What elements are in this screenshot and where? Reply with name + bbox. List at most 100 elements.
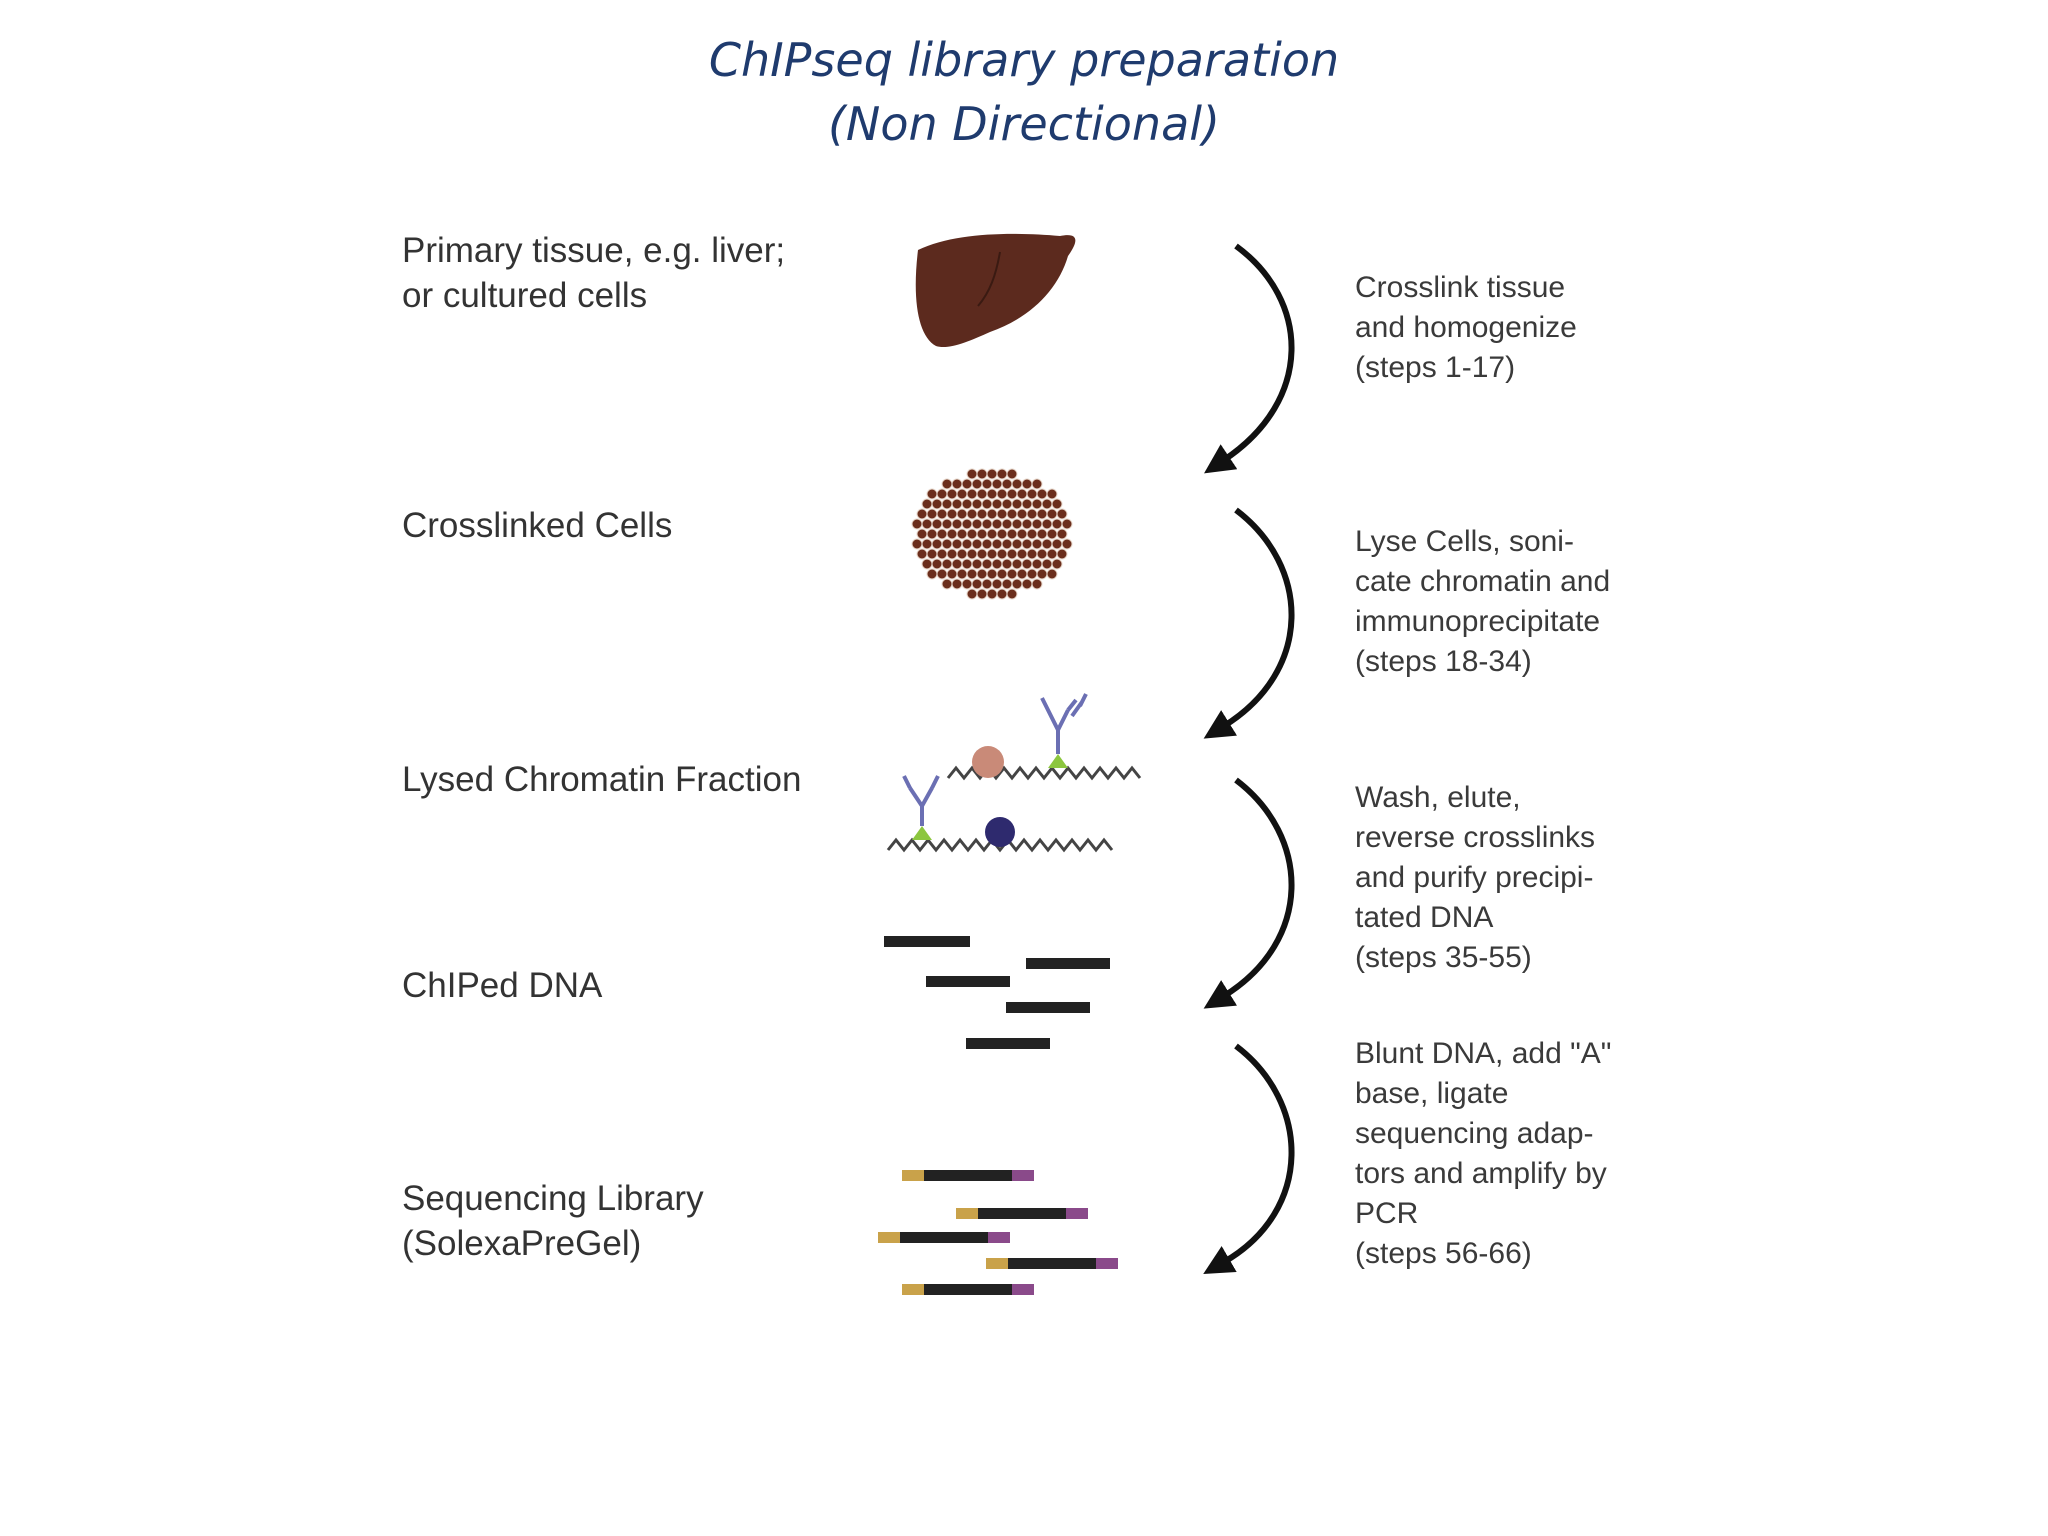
cell-dot (1056, 548, 1068, 560)
cell-dot (1046, 548, 1058, 560)
cell-dot (941, 538, 953, 550)
chromatin-antibody-icon (886, 693, 1142, 853)
cell-dot (926, 508, 938, 520)
cell-dot (961, 478, 973, 490)
cell-dot (1041, 538, 1053, 550)
cell-dot (1011, 518, 1023, 530)
step-desc-line: tors and amplify by (1355, 1157, 1607, 1190)
cell-dot (991, 518, 1003, 530)
cell-dot (926, 568, 938, 580)
cell-dot (1061, 538, 1073, 550)
step-desc-line: tated DNA (1355, 901, 1494, 934)
cell-dot (996, 548, 1008, 560)
cell-dot (946, 508, 958, 520)
cell-dot (1031, 518, 1043, 530)
cell-dot (1051, 518, 1063, 530)
cell-dot (976, 488, 988, 500)
step-desc-line: and homogenize (1355, 311, 1577, 344)
cell-dot (1051, 498, 1063, 510)
cell-dot (996, 468, 1008, 480)
title-line-1: ChIPseq library preparation (708, 33, 1340, 87)
cell-dot (966, 548, 978, 560)
cell-dot (1051, 558, 1063, 570)
cell-dot (921, 518, 933, 530)
cell-dot (986, 528, 998, 540)
cell-dot (986, 568, 998, 580)
cell-dot (1016, 508, 1028, 520)
cell-dot (1001, 498, 1013, 510)
library-fragment-segment (1066, 1208, 1088, 1219)
cell-dot (1056, 508, 1068, 520)
cell-dot (1051, 538, 1063, 550)
cell-dot (956, 488, 968, 500)
cell-dot (911, 518, 923, 530)
cell-dot (971, 578, 983, 590)
library-fragment-segment (900, 1232, 988, 1243)
cell-dot (1011, 478, 1023, 490)
cell-dot (946, 548, 958, 560)
cell-dot (961, 558, 973, 570)
library-fragment-segment (902, 1284, 924, 1295)
cell-dot (1011, 498, 1023, 510)
cell-dot (991, 478, 1003, 490)
cell-dot (921, 538, 933, 550)
cell-dot (956, 508, 968, 520)
cell-dot (1031, 578, 1043, 590)
cell-dot (1021, 478, 1033, 490)
cell-dot (966, 468, 978, 480)
step-desc-line: base, ligate (1355, 1077, 1509, 1110)
cell-dot (991, 558, 1003, 570)
cell-dot (1061, 518, 1073, 530)
stage-label-line: (SolexaPreGel) (402, 1224, 642, 1263)
cell-dot (936, 488, 948, 500)
dna-fragments-icon (884, 936, 1110, 1049)
cell-dot (926, 488, 938, 500)
library-fragment-segment (1012, 1284, 1034, 1295)
cell-dot (1006, 528, 1018, 540)
cell-dot (996, 508, 1008, 520)
cell-dot (961, 498, 973, 510)
cell-dot (981, 558, 993, 570)
cell-dot (1011, 558, 1023, 570)
cell-dot (1021, 518, 1033, 530)
cell-dot (1031, 498, 1043, 510)
cell-dot (976, 468, 988, 480)
step-desc-line: PCR (1355, 1197, 1419, 1230)
cell-dot (951, 578, 963, 590)
step-desc-line: Crosslink tissue (1355, 271, 1566, 304)
cell-dot (951, 478, 963, 490)
cell-dot (986, 488, 998, 500)
library-fragment-segment (988, 1232, 1010, 1243)
cell-dot (1021, 558, 1033, 570)
cell-dot (1036, 528, 1048, 540)
curved-arrow (1204, 243, 1295, 474)
cell-dot (1026, 528, 1038, 540)
cell-dot (936, 548, 948, 560)
cell-dot (1001, 558, 1013, 570)
cell-dot (1031, 558, 1043, 570)
cell-dot (1046, 508, 1058, 520)
crosslinked-cells-icon (911, 468, 1073, 600)
cell-dot (1021, 498, 1033, 510)
stage-label-line: Lysed Chromatin Fraction (402, 760, 802, 799)
cell-dot (996, 488, 1008, 500)
cell-dot (941, 498, 953, 510)
cell-dot (926, 548, 938, 560)
step-desc-line: (steps 18-34) (1355, 645, 1532, 678)
cell-dot (986, 548, 998, 560)
step-desc-lyse: Lyse Cells, soni- cate chromatin and imm… (1355, 522, 1610, 682)
library-fragment-segment (978, 1208, 1066, 1219)
curved-arrow (1203, 507, 1295, 739)
cell-dot (986, 468, 998, 480)
cell-dot (996, 528, 1008, 540)
stage-label-chiped-dna: ChIPed DNA (402, 963, 602, 1008)
stage-label-lysed-chromatin: Lysed Chromatin Fraction (402, 757, 801, 802)
cell-dot (1016, 568, 1028, 580)
cell-dot (1006, 588, 1018, 600)
cell-dot (1001, 538, 1013, 550)
cell-dot (1046, 528, 1058, 540)
cell-dot (951, 538, 963, 550)
cell-dot (946, 528, 958, 540)
cell-dot (911, 538, 923, 550)
